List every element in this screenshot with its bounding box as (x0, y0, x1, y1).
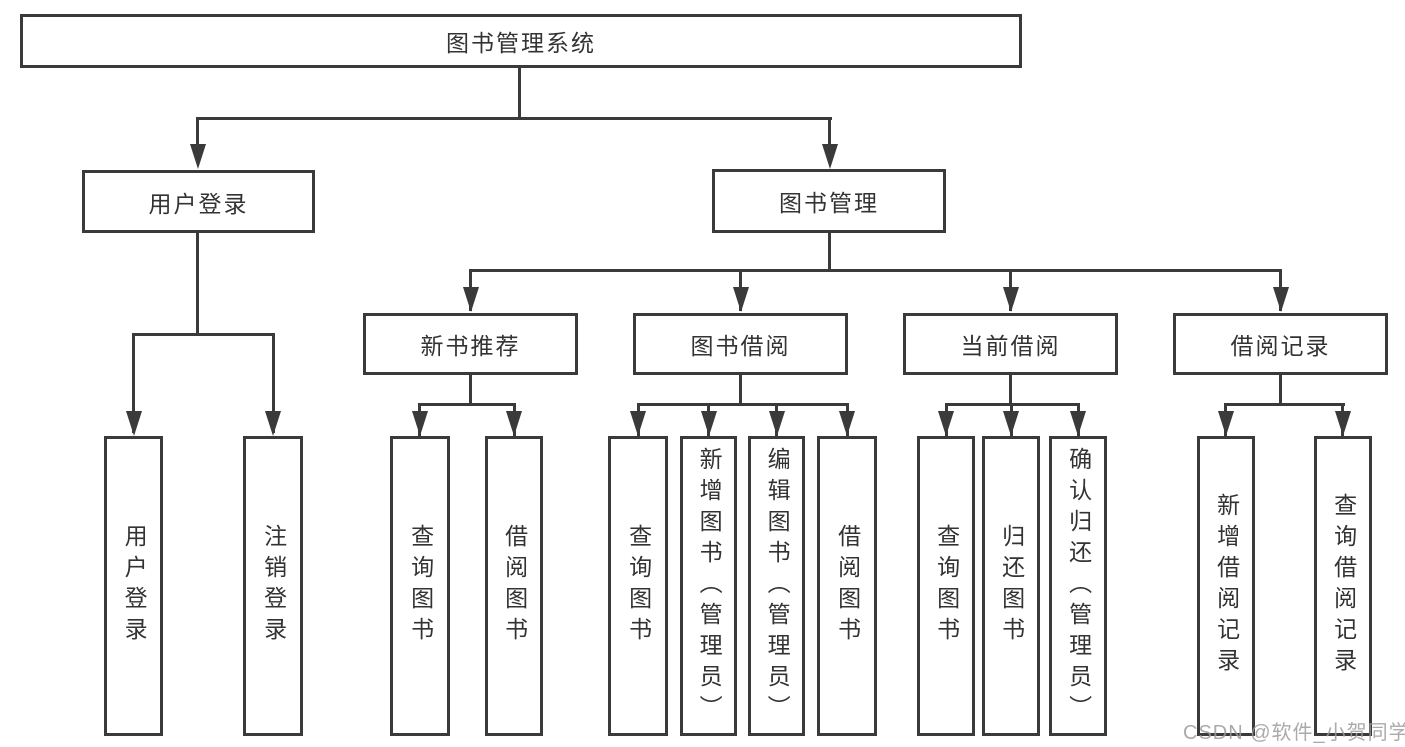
connector-line (132, 333, 135, 433)
leaf-add-books-admin: 新增图书（管理员） (680, 436, 737, 736)
connector-line (637, 403, 849, 406)
leaf-query-borrow-record: 查询借阅记录 (1314, 436, 1372, 736)
node-book-borrow-label: 图书借阅 (690, 333, 791, 359)
connector-arrow-down-icon (938, 411, 954, 436)
connector-arrow-down-icon (412, 411, 428, 436)
connector-arrow-down-icon (839, 411, 855, 436)
connector-line (1224, 403, 1345, 406)
connector-arrow-down-icon (1003, 411, 1019, 436)
leaf-confirm-return-admin: 确认归还（管理员） (1049, 436, 1107, 736)
csdn-watermark: CSDN @软件_小贺同学 (1183, 722, 1405, 744)
connector-arrow-down-icon (1003, 287, 1019, 312)
leaf-borrow-books-recommend-label: 借阅图书 (501, 524, 528, 648)
leaf-confirm-return-admin-label: 确认归还（管理员） (1065, 446, 1092, 726)
leaf-edit-books-admin: 编辑图书（管理员） (748, 436, 805, 736)
leaf-return-books-label: 归还图书 (998, 524, 1025, 648)
connector-line (518, 68, 521, 120)
node-root-label: 图书管理系统 (446, 30, 596, 56)
leaf-logout-label: 注销登录 (260, 524, 287, 648)
connector-line (272, 333, 275, 433)
leaf-query-books-borrow: 查询图书 (608, 436, 668, 736)
connector-arrow-down-icon (630, 411, 646, 436)
leaf-query-books-current-label: 查询图书 (933, 524, 960, 648)
connector-arrow-down-icon (1070, 411, 1086, 436)
connector-arrow-down-icon (769, 411, 785, 436)
connector-arrow-down-icon (1335, 411, 1351, 436)
connector-line (469, 375, 472, 406)
connector-arrow-down-icon (822, 144, 838, 169)
connector-arrow-down-icon (126, 411, 142, 436)
node-borrow-records-label: 借阅记录 (1230, 333, 1331, 359)
node-user-login: 用户登录 (82, 170, 315, 233)
connector-arrow-down-icon (463, 287, 479, 312)
connector-line (469, 269, 1282, 272)
node-book-management-label: 图书管理 (779, 190, 879, 216)
leaf-add-borrow-record: 新增借阅记录 (1197, 436, 1255, 736)
node-new-book-recommend: 新书推荐 (363, 313, 578, 375)
connector-arrow-down-icon (701, 411, 717, 436)
leaf-user-login-label: 用户登录 (121, 524, 148, 648)
connector-arrow-down-icon (190, 144, 206, 169)
node-user-login-label: 用户登录 (148, 190, 249, 217)
connector-arrow-down-icon (506, 411, 522, 436)
connector-line (828, 117, 831, 150)
leaf-add-borrow-record-label: 新增借阅记录 (1213, 493, 1240, 679)
node-root: 图书管理系统 (20, 14, 1022, 68)
leaf-user-login: 用户登录 (104, 436, 163, 736)
connector-arrow-down-icon (265, 411, 281, 436)
connector-arrow-down-icon (733, 287, 749, 312)
connector-line (196, 117, 199, 150)
leaf-add-books-admin-label: 新增图书（管理员） (696, 446, 723, 726)
node-current-borrow: 当前借阅 (903, 313, 1118, 375)
leaf-query-books-current: 查询图书 (917, 436, 975, 736)
connector-line (739, 375, 742, 406)
connector-arrow-down-icon (1273, 287, 1289, 312)
connector-line (1009, 375, 1012, 406)
leaf-query-books-recommend-label: 查询图书 (407, 524, 434, 648)
connector-line (828, 233, 831, 272)
connector-arrow-down-icon (1218, 411, 1234, 436)
connector-line (132, 333, 275, 336)
leaf-borrow-books: 借阅图书 (817, 436, 877, 736)
node-book-management: 图书管理 (712, 169, 946, 233)
connector-line (196, 117, 832, 120)
connector-line (418, 403, 516, 406)
leaf-query-borrow-record-label: 查询借阅记录 (1330, 493, 1357, 679)
node-current-borrow-label: 当前借阅 (960, 333, 1061, 359)
node-borrow-records: 借阅记录 (1173, 313, 1388, 375)
leaf-query-books-borrow-label: 查询图书 (625, 524, 652, 648)
leaf-logout: 注销登录 (243, 436, 303, 736)
leaf-borrow-books-recommend: 借阅图书 (485, 436, 543, 736)
connector-line (1279, 375, 1282, 406)
leaf-borrow-books-label: 借阅图书 (834, 524, 861, 648)
leaf-return-books: 归还图书 (982, 436, 1040, 736)
leaf-query-books-recommend: 查询图书 (390, 436, 450, 736)
leaf-edit-books-admin-label: 编辑图书（管理员） (764, 446, 791, 726)
node-book-borrow: 图书借阅 (633, 313, 848, 375)
connector-line (196, 233, 199, 335)
node-new-book-recommend-label: 新书推荐 (420, 333, 521, 359)
